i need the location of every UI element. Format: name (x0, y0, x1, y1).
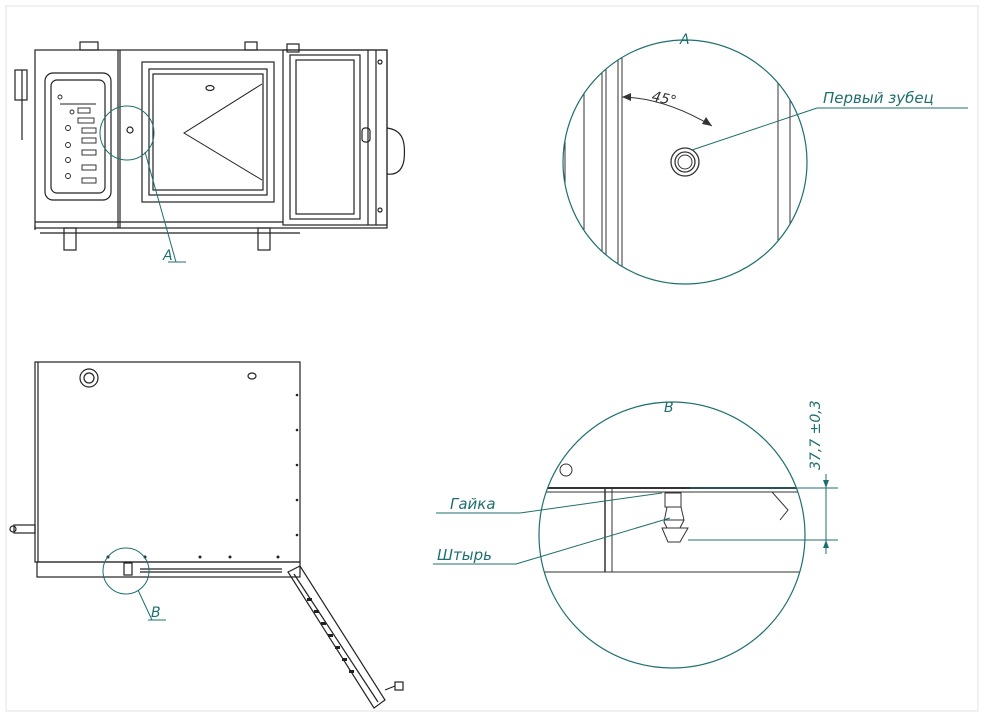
callout-b (102, 547, 166, 621)
pin-label: Штырь (437, 546, 492, 564)
detail-b-title: B (664, 400, 674, 416)
drawing-frame (5, 5, 979, 712)
dimension-label: 37,7 ±0,3 (808, 400, 824, 470)
callout-a (99, 105, 186, 263)
callout-a-label: A (162, 248, 173, 264)
detail-a-title: A (679, 32, 690, 48)
detail-b (433, 401, 838, 669)
oven-top-view (9, 361, 404, 709)
callout-b-label: B (151, 605, 161, 621)
nut-label: Гайка (450, 495, 496, 513)
angle-label: 45° (650, 89, 678, 110)
oven-front-view (14, 41, 406, 251)
detail-a (562, 39, 968, 285)
first-tooth-label: Первый зубец (823, 89, 934, 107)
